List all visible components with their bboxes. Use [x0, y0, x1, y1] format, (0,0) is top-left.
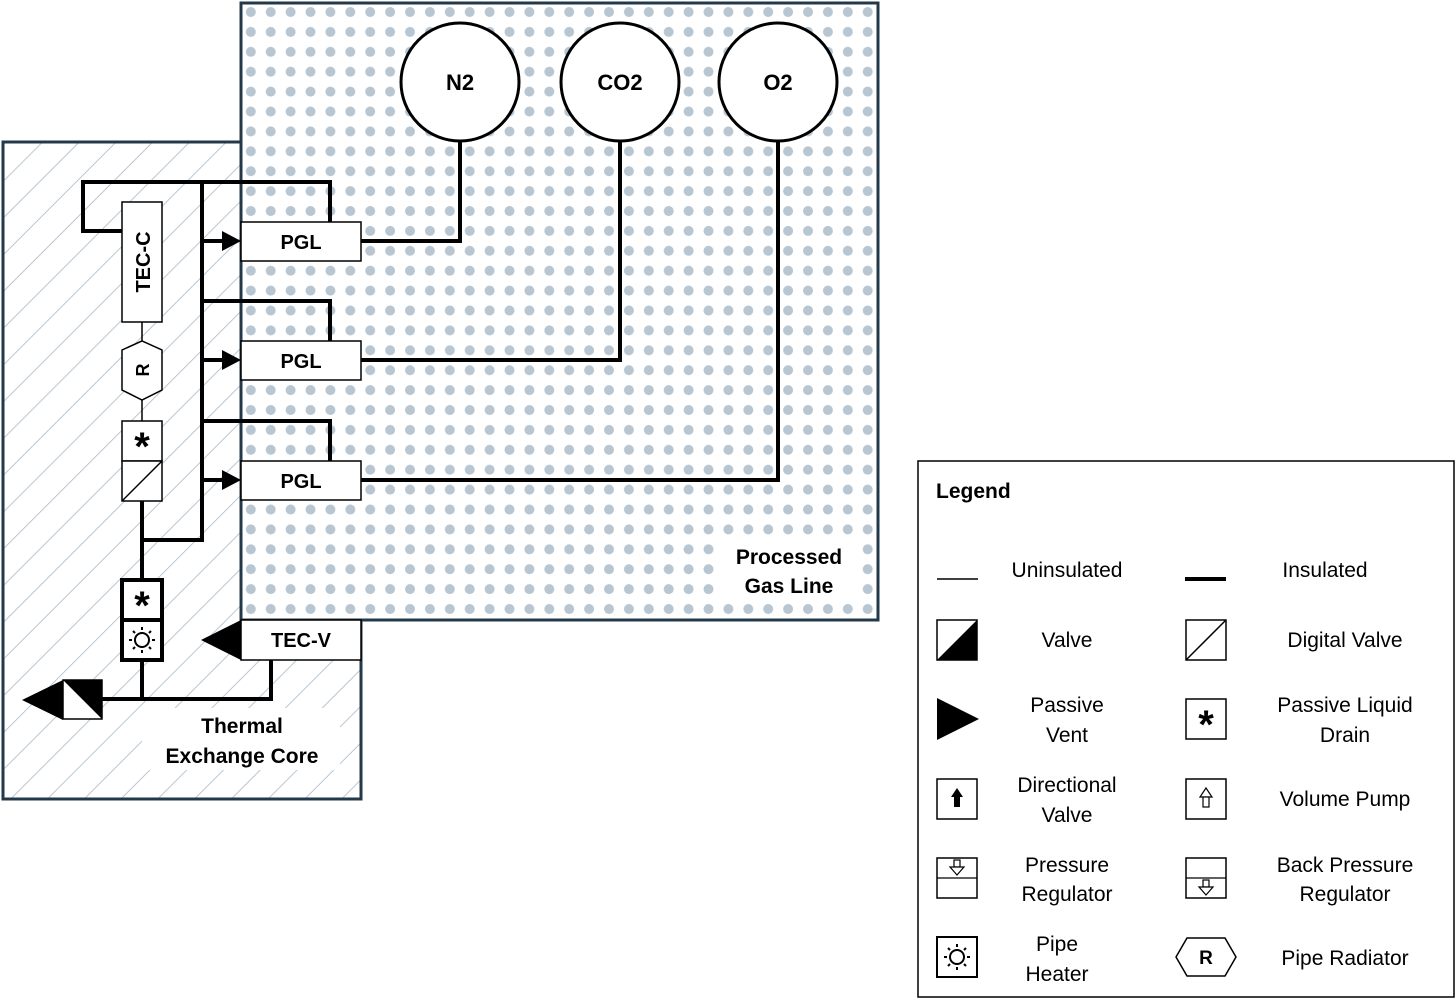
- pgl-box-3[interactable]: PGL: [240, 460, 362, 501]
- legend-volume-pump-icon: [1185, 778, 1227, 820]
- tank-o2[interactable]: O2: [717, 21, 839, 143]
- legend-digital-valve-label: Digital Valve: [1287, 629, 1402, 652]
- legend-passive-drain-label-2: Drain: [1320, 724, 1370, 747]
- thermal-label-line-1: Thermal: [201, 715, 283, 738]
- legend-pressure-regulator-label-2: Regulator: [1021, 883, 1112, 906]
- legend-pressure-regulator-label-1: Pressure: [1025, 854, 1109, 877]
- tank-co2[interactable]: CO2: [559, 21, 681, 143]
- legend: Legend Uninsulated Insulated Valve Digit…: [917, 460, 1455, 998]
- n2-pipe: [361, 142, 462, 243]
- tank-n2[interactable]: N2: [399, 21, 521, 143]
- outlet-passive-vent: [22, 680, 63, 720]
- tec-c-loop: [81, 180, 332, 233]
- legend-back-pressure-regulator-icon: [1185, 857, 1227, 899]
- legend-back-pressure-regulator-label-2: Regulator: [1299, 883, 1390, 906]
- pipe-heater-symbol[interactable]: [120, 618, 164, 662]
- tank-n2-label: N2: [446, 70, 474, 95]
- legend-directional-valve-label-2: Valve: [1042, 804, 1093, 827]
- passive-liquid-drain-symbol[interactable]: *: [121, 420, 163, 469]
- tec-v-box[interactable]: TEC-V: [240, 619, 362, 661]
- legend-insulated-label: Insulated: [1282, 559, 1367, 582]
- processed-label-bg: [722, 540, 854, 602]
- legend-pipe-radiator-icon: R: [1175, 937, 1237, 977]
- legend-passive-vent-label-2: Vent: [1046, 724, 1088, 747]
- legend-pipe-radiator-label: Pipe Radiator: [1281, 947, 1408, 970]
- tec-v-label: TEC-V: [271, 630, 332, 652]
- outlet-valve-symbol[interactable]: [62, 679, 103, 720]
- insulated-drain-glyph: *: [134, 584, 150, 628]
- legend-uninsulated-label: Uninsulated: [1012, 559, 1123, 582]
- legend-pipe-heater-label-2: Heater: [1025, 963, 1088, 986]
- radiator-glyph: R: [133, 364, 153, 377]
- tank-o2-label: O2: [763, 70, 792, 95]
- pgl-label-2: PGL: [280, 351, 321, 373]
- legend-passive-vent-label-1: Passive: [1030, 694, 1104, 717]
- sun-icon: [129, 627, 155, 653]
- arrow-head-1: [222, 231, 241, 251]
- drain-glyph: *: [134, 425, 150, 469]
- branch-pgl-3: [202, 419, 332, 461]
- tank-co2-label: CO2: [597, 70, 642, 95]
- outlet-pipe: [100, 660, 273, 701]
- legend-title: Legend: [936, 480, 1011, 503]
- thermal-label-line-2: Exchange Core: [166, 745, 319, 768]
- legend-back-pressure-regulator-label-1: Back Pressure: [1277, 854, 1414, 877]
- legend-directional-valve-icon: [936, 778, 978, 820]
- legend-passive-drain-icon: *: [1185, 698, 1227, 747]
- legend-sun-icon: [944, 944, 970, 970]
- digital-valve-symbol[interactable]: [121, 460, 163, 502]
- legend-pipe-heater-label-1: Pipe: [1036, 933, 1078, 956]
- arrow-head-2: [222, 350, 241, 370]
- tec-v-vent-arrow: [201, 620, 241, 660]
- pipe-radiator-symbol[interactable]: R: [121, 340, 163, 401]
- o2-pipe: [361, 142, 780, 482]
- pipes: [81, 142, 780, 701]
- processed-label-line-1: Processed: [736, 546, 842, 569]
- legend-radiator-glyph: R: [1199, 948, 1213, 969]
- processed-label-line-2: Gas Line: [745, 575, 834, 598]
- pgl-box-1[interactable]: PGL: [240, 221, 362, 262]
- co2-pipe: [361, 142, 622, 362]
- insulated-drain-symbol[interactable]: *: [120, 578, 164, 628]
- legend-valve-icon: [936, 619, 978, 661]
- legend-volume-pump-label: Volume Pump: [1280, 788, 1411, 811]
- pgl-label-3: PGL: [280, 471, 321, 493]
- legend-drain-glyph: *: [1198, 703, 1214, 747]
- pgl-box-2[interactable]: PGL: [240, 340, 362, 381]
- tec-c-label: TEC-C: [133, 231, 155, 292]
- legend-pipe-heater-icon: [936, 936, 978, 978]
- branch-pgl-2: [202, 299, 332, 341]
- tec-c-box[interactable]: TEC-C: [121, 201, 163, 323]
- legend-valve-label: Valve: [1042, 629, 1093, 652]
- legend-pressure-regulator-icon: [936, 857, 978, 899]
- thermal-label-bg: [142, 708, 340, 770]
- legend-passive-drain-label-1: Passive Liquid: [1277, 694, 1412, 717]
- arrow-head-3: [222, 470, 241, 490]
- pgl-label-1: PGL: [280, 232, 321, 254]
- legend-directional-valve-label-1: Directional: [1017, 774, 1116, 797]
- legend-digital-valve-icon: [1185, 619, 1227, 661]
- legend-passive-vent-icon: [937, 698, 979, 740]
